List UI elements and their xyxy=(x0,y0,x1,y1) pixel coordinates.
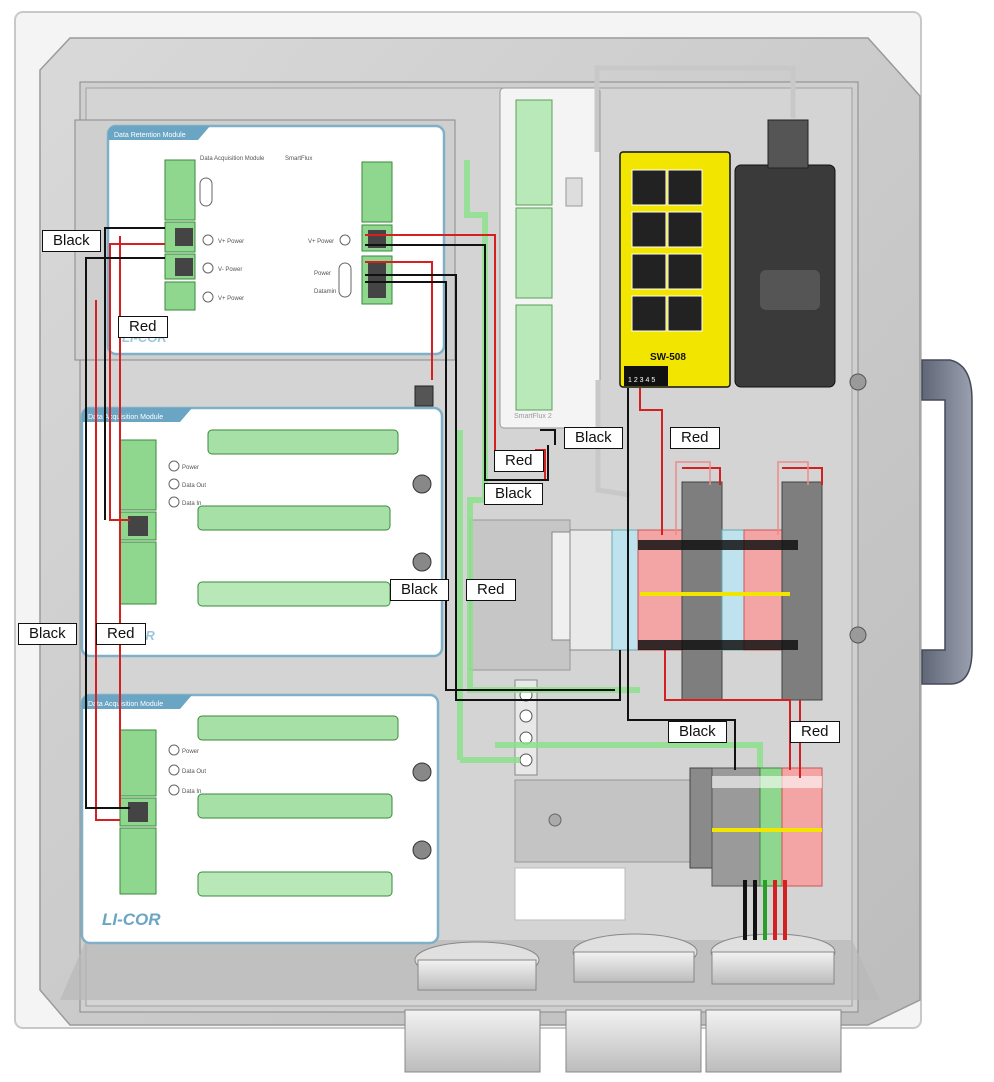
callout-red-switch: Red xyxy=(670,427,720,449)
power-label-1: V+ Power xyxy=(218,239,244,245)
led-datain-1: Data In xyxy=(182,501,201,507)
callout-black-retention: Black xyxy=(42,230,101,252)
power-right-2: Power xyxy=(314,271,331,277)
callout-black-terminal: Black xyxy=(668,721,727,743)
terminal-block-lower xyxy=(689,767,823,887)
switch-label: SW-508 xyxy=(650,352,686,363)
cable-glands xyxy=(404,933,842,1073)
led-power-2: Power xyxy=(182,749,199,755)
callout-red-terminal: Red xyxy=(790,721,840,743)
power-label-3: V+ Power xyxy=(218,296,244,302)
callout-black-smartflux: Black xyxy=(564,427,623,449)
switch-dip-numbers: 1 2 3 4 5 xyxy=(628,377,655,384)
data-acquisition-module-1: Data Acquisition Module Power Data Out D… xyxy=(80,406,444,658)
callout-red-acquisition: Red xyxy=(96,623,146,645)
cable-connector xyxy=(414,385,434,407)
led-dataout-1: Data Out xyxy=(182,483,206,489)
acquisition-module-2-title: Data Acquisition Module xyxy=(88,701,163,708)
brand-logo-3: LI-COR xyxy=(102,910,161,929)
callout-red-smartflux: Red xyxy=(494,450,544,472)
callout-black-psu: Black xyxy=(390,579,449,601)
data-acquisition-module-2: Data Acquisition Module Power Data Out D… xyxy=(80,693,440,945)
led-power-1: Power xyxy=(182,465,199,471)
smartflux-device: SmartFlux 2 xyxy=(499,87,601,429)
retention-module-title: Data Retention Module xyxy=(114,132,186,139)
power-right-3: Datamin xyxy=(314,289,336,295)
retention-sub-label-2: SmartFlux xyxy=(285,156,312,162)
enclosure-handle xyxy=(849,359,973,685)
callout-black-smartflux-2: Black xyxy=(484,483,543,505)
ethernet-switch: SW-508 1 2 3 4 5 xyxy=(594,65,796,498)
power-cable xyxy=(743,880,787,940)
led-dataout-2: Data Out xyxy=(182,769,206,775)
callout-red-retention: Red xyxy=(118,316,168,338)
acquisition-module-1-title: Data Acquisition Module xyxy=(88,414,163,421)
callout-black-acquisition: Black xyxy=(18,623,77,645)
led-datain-2: Data In xyxy=(182,789,201,795)
black-wires xyxy=(85,227,736,809)
callout-red-psu: Red xyxy=(466,579,516,601)
power-supply xyxy=(734,119,836,388)
smartflux-label: SmartFlux 2 xyxy=(514,413,552,420)
power-right-1: V+ Power xyxy=(308,239,334,245)
red-wires-thin xyxy=(675,461,809,535)
retention-sub-label-1: Data Acquisition Module xyxy=(200,156,265,162)
power-label-2: V- Power xyxy=(218,267,242,273)
